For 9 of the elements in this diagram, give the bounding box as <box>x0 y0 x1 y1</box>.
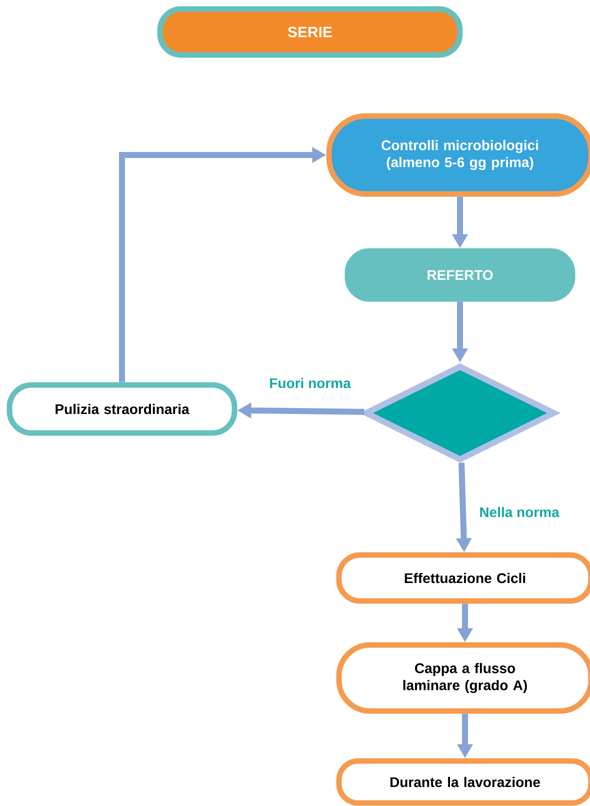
start-pill: SERIE <box>157 6 463 58</box>
edge-label: Fuori norma <box>270 378 351 388</box>
process-box: REFERTO <box>344 248 576 302</box>
process-box: Pulizia straordinaria <box>6 382 238 436</box>
process-box: Controlli microbiologici (almeno 5-6 gg prima) <box>326 113 590 197</box>
process-box: Effettuazione Cicli <box>336 552 590 604</box>
edge-label: Nella norma <box>480 506 560 518</box>
process-box: Durante la lavorazione <box>336 758 590 806</box>
process-box: Cappa a flusso laminare (grado A) <box>336 642 590 714</box>
